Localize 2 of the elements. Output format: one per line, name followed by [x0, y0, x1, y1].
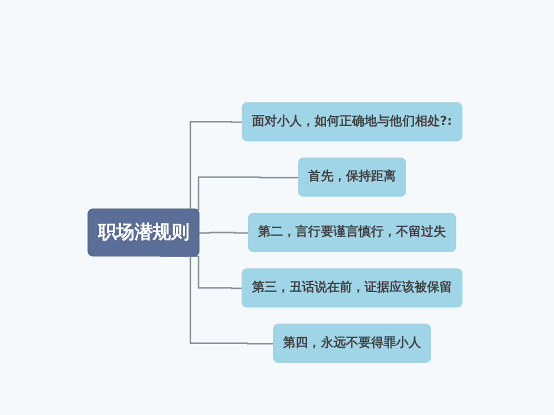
connector: [199, 232, 249, 234]
connector: [160, 256, 274, 344]
